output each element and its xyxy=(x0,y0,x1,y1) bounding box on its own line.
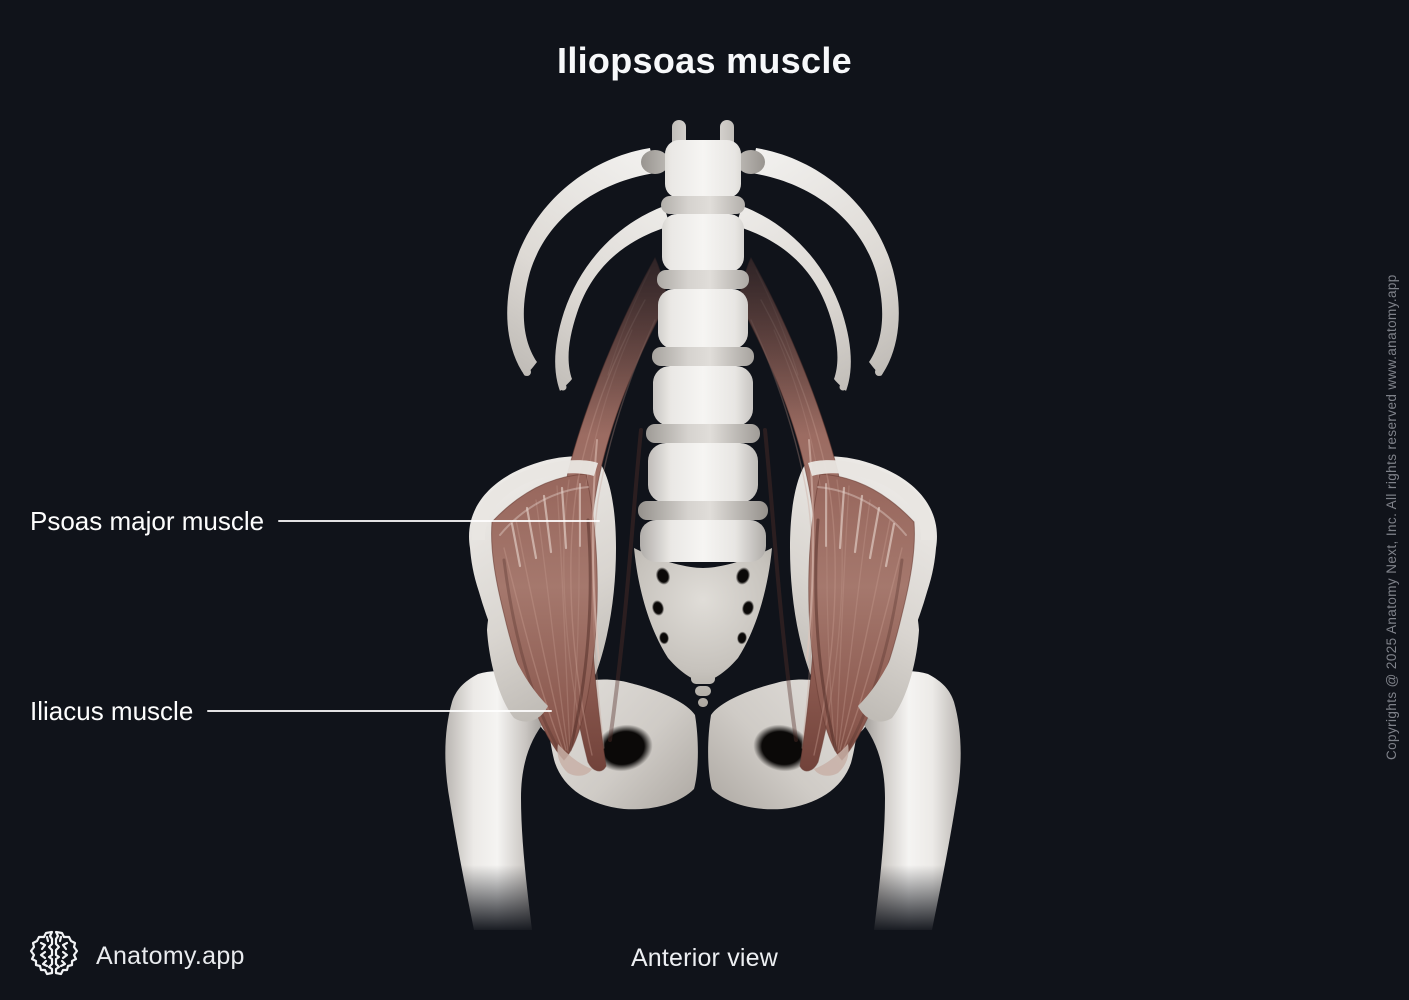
label-iliacus-text: Iliacus muscle xyxy=(30,696,194,726)
brand-name: Anatomy.app xyxy=(96,942,245,970)
page-title: Iliopsoas muscle xyxy=(557,40,852,81)
brain-icon xyxy=(28,928,80,985)
sacral-foramina xyxy=(651,567,755,645)
leader-line-iliacus xyxy=(207,710,552,712)
copyright-notice: Copyrights @ 2025 Anatomy Next, Inc. All… xyxy=(1384,274,1399,761)
coccyx xyxy=(681,658,725,707)
label-iliacus-muscle: Iliacus muscle xyxy=(30,695,552,727)
leader-line-psoas xyxy=(278,520,600,522)
view-caption: Anterior view xyxy=(630,944,779,972)
label-psoas-major-muscle: Psoas major muscle xyxy=(30,505,600,537)
lumbar-spine xyxy=(638,120,768,562)
label-psoas-major-text: Psoas major muscle xyxy=(30,506,265,536)
sacrum xyxy=(634,548,772,707)
femur-bottom-fade xyxy=(420,865,990,945)
brand-watermark: Anatomy.app xyxy=(28,928,245,985)
